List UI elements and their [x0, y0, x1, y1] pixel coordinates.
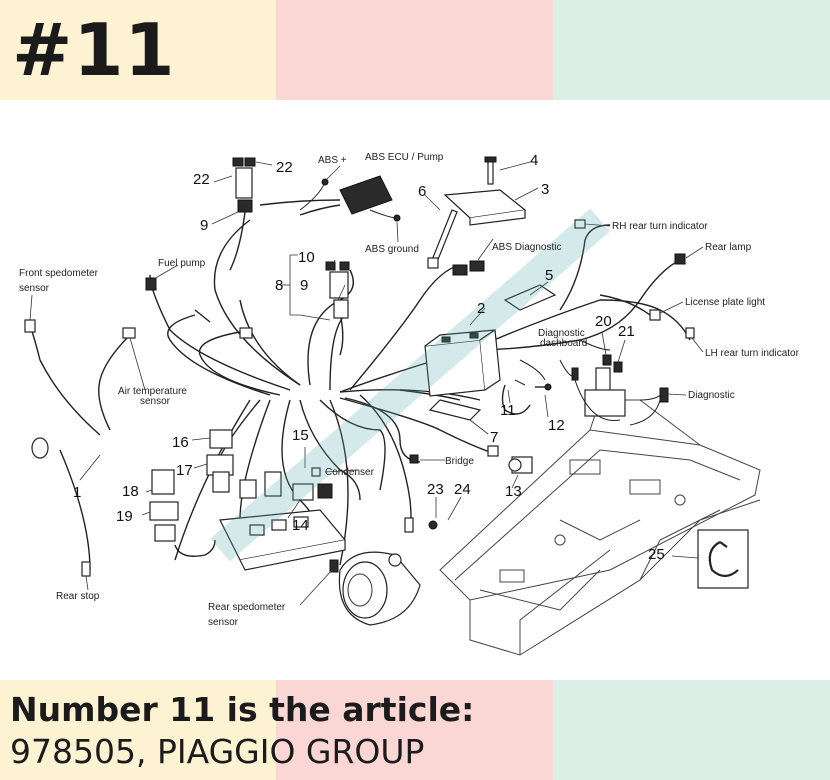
- band-pink: [276, 0, 553, 100]
- ref-11: 11: [500, 402, 516, 419]
- part-25-clip: [697, 529, 749, 589]
- relay-group-left: [149, 429, 333, 557]
- starter-motor: [338, 551, 421, 626]
- label-fuel-pump: Fuel pump: [158, 258, 206, 269]
- ref-23: 23: [427, 481, 444, 498]
- ref-5: 5: [545, 267, 553, 284]
- label-front-speedometer-2: sensor: [19, 283, 50, 294]
- label-abs-diagnostic: ABS Diagnostic: [492, 242, 561, 253]
- ref-10: 10: [298, 249, 315, 266]
- fuse-box-5: [503, 284, 557, 311]
- label-license-plate-light: License plate light: [685, 297, 765, 308]
- ref-4: 4: [530, 152, 538, 169]
- label-abs-ground: ABS ground: [365, 244, 419, 255]
- label-rear-stop: Rear stop: [56, 591, 100, 602]
- label-bridge: Bridge: [445, 456, 474, 467]
- leader-lines: [29, 161, 704, 606]
- caption-article: 978505, PIAGGIO GROUP: [10, 732, 425, 771]
- ref-17: 17: [176, 462, 193, 479]
- label-abs-ecu-pump: ABS ECU / Pump: [365, 152, 444, 163]
- ref-24: 24: [454, 481, 471, 498]
- ref-12: 12: [548, 417, 565, 434]
- label-diagnostic-dashboard-2: dashboard: [540, 338, 587, 349]
- ref-6: 6: [418, 183, 426, 200]
- relay-group-right: [574, 354, 626, 421]
- caption-title: Number 11 is the article:: [10, 690, 475, 729]
- rear-frame-drawing: [439, 399, 761, 656]
- ref-21: 21: [618, 323, 635, 340]
- band-green: [553, 0, 830, 100]
- ref-8: 8: [275, 277, 283, 294]
- label-air-temp-2: sensor: [140, 396, 171, 407]
- part-number-badge: #11: [12, 8, 176, 92]
- label-rear-lamp: Rear lamp: [705, 242, 752, 253]
- label-diagnostic-dashboard-1: Diagnostic: [538, 328, 585, 339]
- ref-22-right: 22: [276, 159, 293, 176]
- label-air-temp-1: Air temperature: [118, 386, 187, 397]
- ref-18: 18: [122, 483, 139, 500]
- label-abs-plus: ABS +: [318, 155, 347, 166]
- relay-base-plate: [219, 509, 347, 571]
- harness-branches: [29, 219, 691, 571]
- ref-7: 7: [490, 429, 498, 446]
- ref-1: 1: [73, 484, 81, 501]
- ref-13: 13: [505, 483, 522, 500]
- band-yellow: [0, 0, 276, 100]
- ref-3: 3: [541, 181, 549, 198]
- label-rh-rear-turn: RH rear turn indicator: [612, 221, 708, 232]
- ref-16: 16: [172, 434, 189, 451]
- top-color-band: [0, 0, 830, 100]
- diagram-labels: ABS + ABS ECU / Pump ABS ground ABS Diag…: [19, 152, 800, 628]
- band-yellow-bottom: [0, 680, 276, 780]
- reference-numbers: 1 2 3 4 5 6 7 8 9 9 10 11 12 13 14 15 16…: [73, 152, 665, 563]
- wiring-harness-diagram: ABS + ABS ECU / Pump ABS ground ABS Diag…: [0, 100, 830, 680]
- ref-15: 15: [292, 427, 309, 444]
- ref-9-top: 9: [200, 217, 208, 234]
- watermark: [210, 208, 610, 562]
- misc-components: [24, 219, 695, 577]
- abs-diagnostic-connector: [452, 260, 485, 276]
- bottom-color-band: [0, 680, 830, 780]
- label-diagnostic: Diagnostic: [688, 390, 735, 401]
- ref-19: 19: [116, 508, 133, 525]
- label-condenser: Condenser: [325, 467, 375, 478]
- top-connector-assembly: [229, 157, 256, 271]
- ref-20: 20: [595, 313, 612, 330]
- ref-25: 25: [648, 546, 665, 563]
- ref-14: 14: [292, 517, 309, 534]
- middle-connector-assembly: [325, 261, 350, 356]
- bracket-screw-strap: [427, 156, 527, 269]
- label-rear-speedometer-1: Rear spedometer: [208, 602, 286, 613]
- harness-main-trunk: [31, 299, 601, 459]
- label-rear-speedometer-2: sensor: [208, 617, 239, 628]
- ref-2: 2: [477, 300, 485, 317]
- label-front-speedometer-1: Front spedometer: [19, 268, 99, 279]
- band-pink-bottom: [276, 680, 553, 780]
- label-lh-rear-turn: LH rear turn indicator: [705, 348, 800, 359]
- band-green-bottom: [553, 680, 830, 780]
- abs-ecu-pump: [259, 175, 401, 222]
- battery: [424, 328, 501, 421]
- ref-9-middle: 9: [300, 277, 308, 294]
- ref-22-left: 22: [193, 171, 210, 188]
